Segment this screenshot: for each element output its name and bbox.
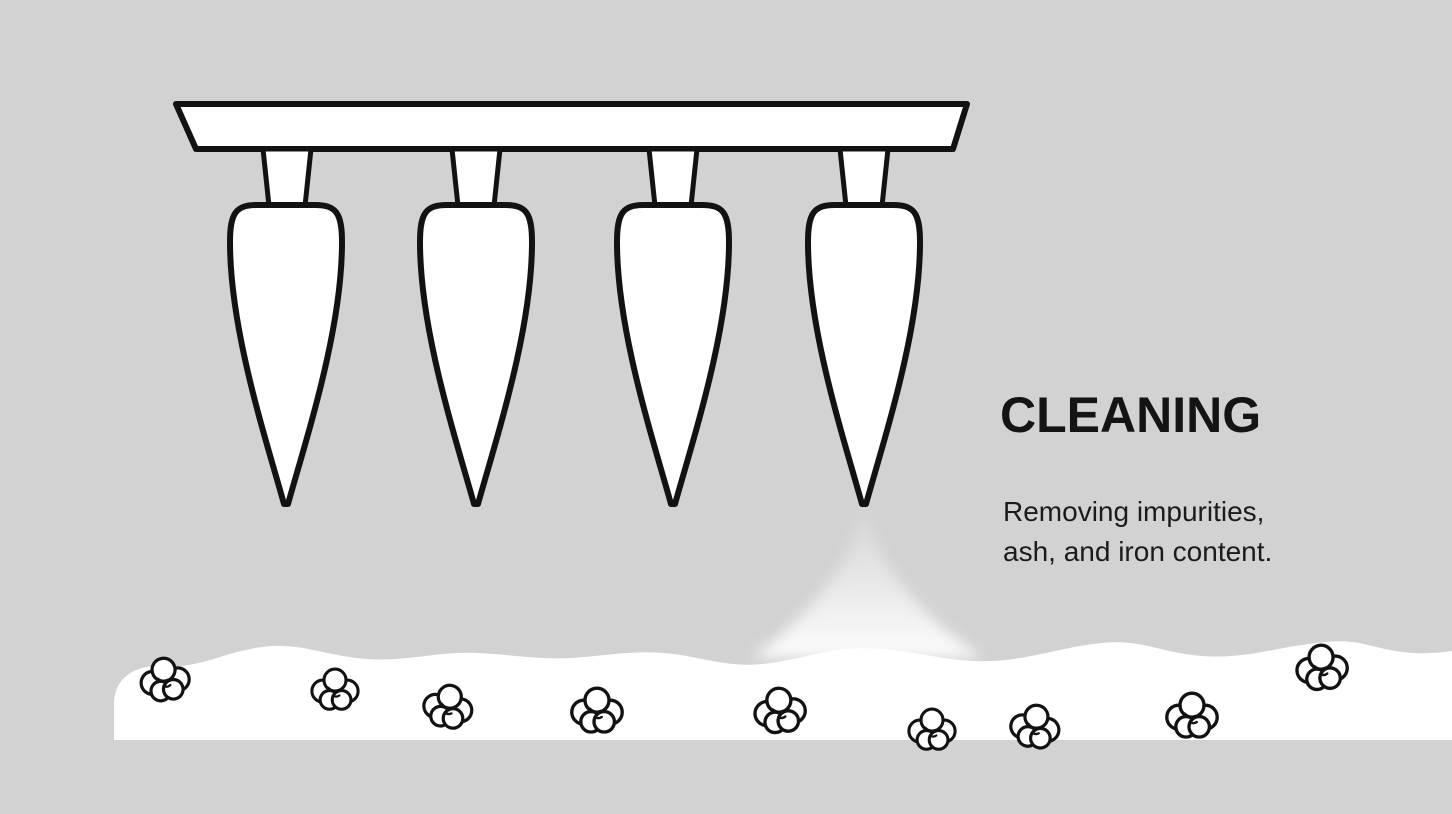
description-line-2: ash, and iron content. bbox=[1003, 536, 1273, 567]
spike-1 bbox=[227, 202, 345, 507]
description-line-1: Removing impurities, bbox=[1003, 496, 1265, 527]
spike-2 bbox=[417, 202, 535, 507]
air-spray-icon bbox=[752, 498, 982, 658]
spike-neck-3 bbox=[646, 146, 700, 209]
spike-3 bbox=[614, 202, 732, 507]
spike-neck-1 bbox=[260, 146, 314, 209]
spike-4 bbox=[805, 202, 923, 507]
beater-bar bbox=[173, 101, 970, 152]
section-title: CLEANING bbox=[1000, 387, 1262, 443]
section-description: Removing impurities, ash, and iron conte… bbox=[1003, 492, 1272, 572]
spike-neck-4 bbox=[837, 146, 891, 209]
spike-neck-2 bbox=[449, 146, 503, 209]
